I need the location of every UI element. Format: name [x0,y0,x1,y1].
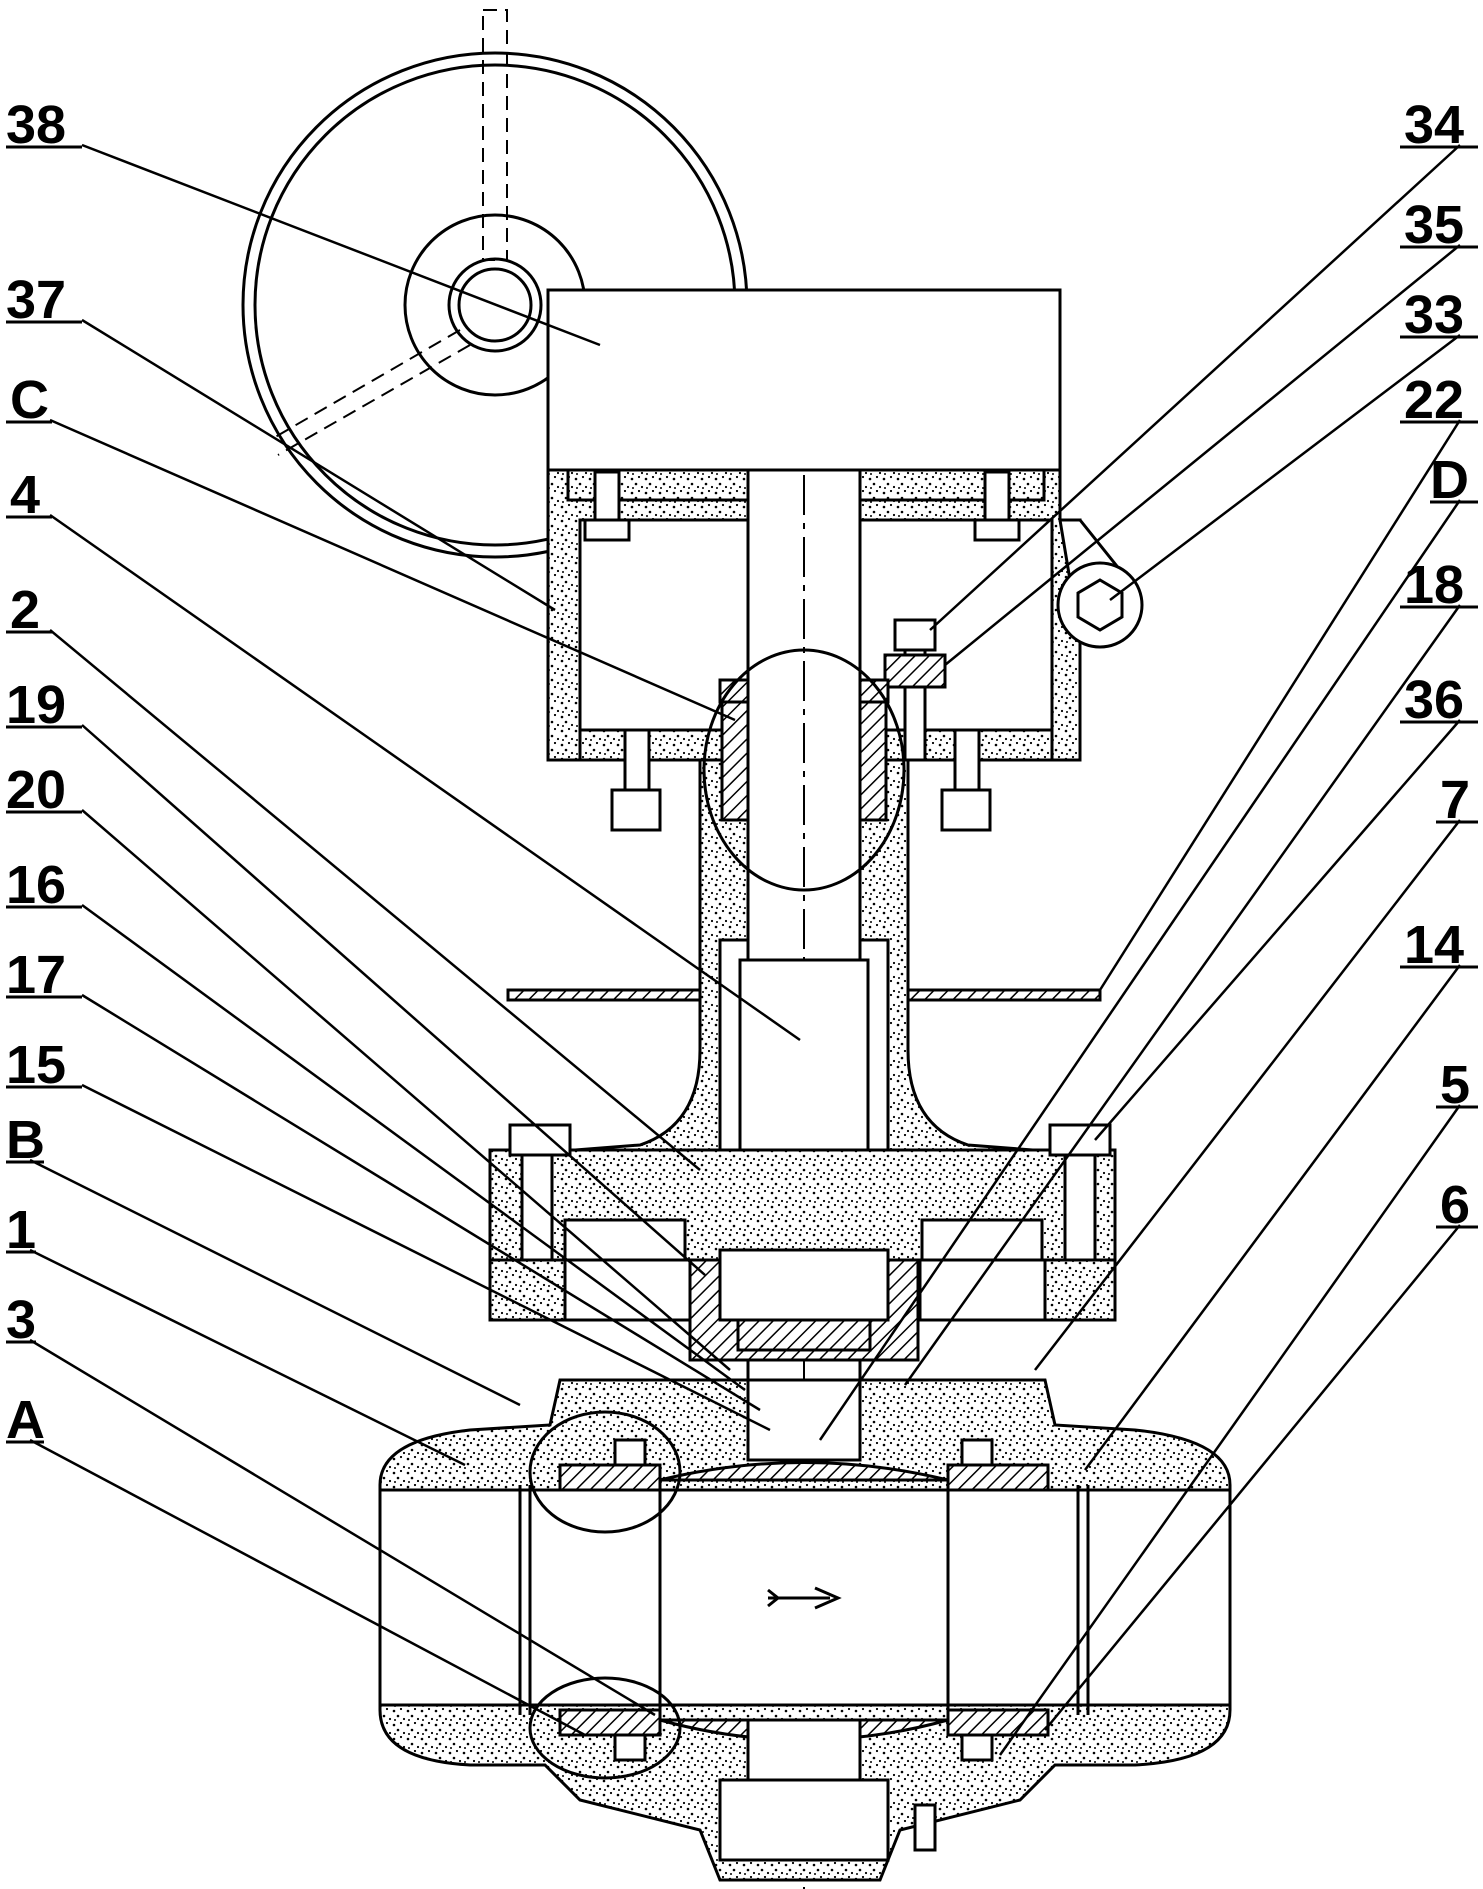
labels-left: 38 37 C 4 2 19 20 16 17 15 B 1 3 A [6,95,82,1450]
valve-body [380,1380,1230,1880]
labels-right: 34 35 33 22 D 18 36 7 14 5 6 [1400,95,1478,1235]
